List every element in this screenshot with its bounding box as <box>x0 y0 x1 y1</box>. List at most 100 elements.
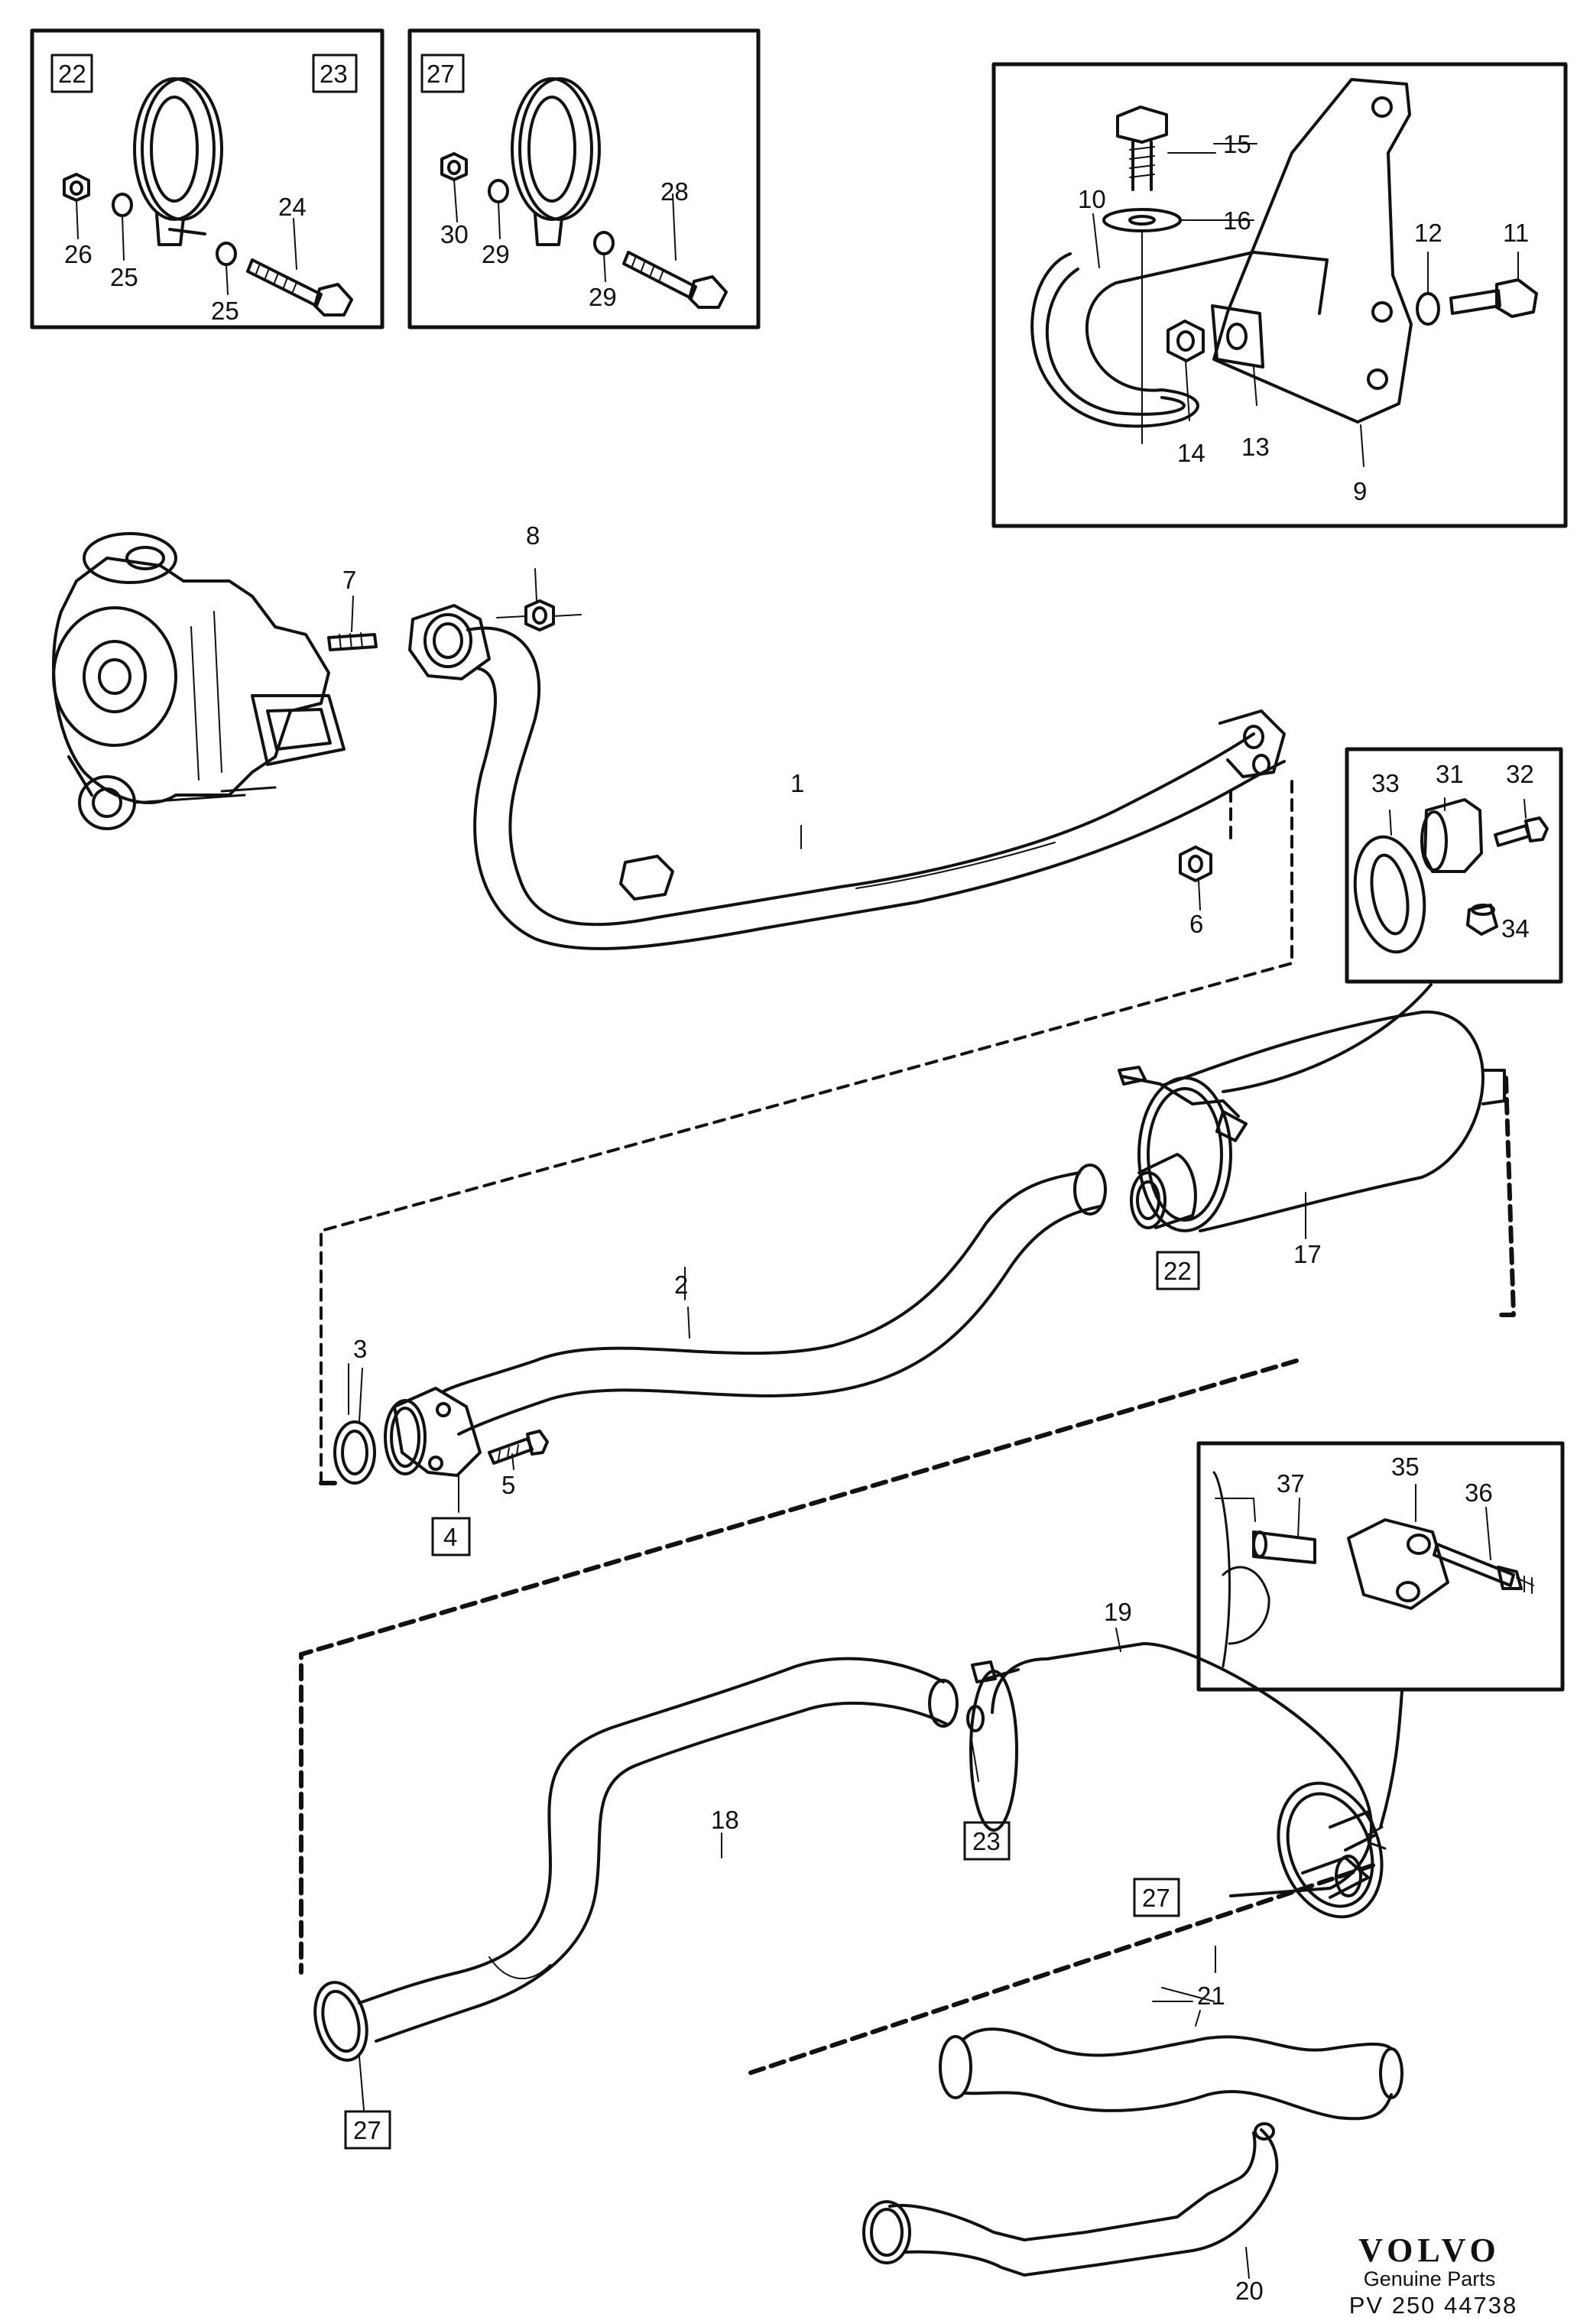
guide-line-18-20 <box>747 1863 1375 2076</box>
pipe-20 <box>862 2122 1279 2279</box>
hanger-ring-10 <box>1030 251 1329 428</box>
intermediate-pipe-2 <box>333 1164 1107 1513</box>
callout-3: 3 <box>353 1335 367 1363</box>
callout-27c: 27 <box>353 2116 381 2144</box>
nut-6 <box>1179 846 1212 910</box>
bracket-35 <box>1347 1518 1449 1610</box>
washer-16 <box>1102 208 1182 232</box>
bolt-5 <box>488 1430 549 1465</box>
gasket-3 <box>333 1420 376 1485</box>
callout-22b: 22 <box>1163 1257 1192 1285</box>
mounting-bracket-inset <box>1196 1441 1565 1692</box>
boxed-label-22-frame <box>1156 1251 1200 1290</box>
boxed-label-23-frame <box>963 1821 1011 1861</box>
callout-13: 13 <box>1241 433 1270 461</box>
callout-17: 17 <box>1293 1240 1322 1268</box>
bolt-24 <box>246 258 353 316</box>
callout-21: 21 <box>1197 1982 1225 2010</box>
callout-26: 26 <box>64 240 92 268</box>
bolt-32 <box>1494 816 1549 847</box>
silencer-inlet <box>1130 1153 1197 1229</box>
callout-30: 30 <box>440 220 469 248</box>
nut-30 <box>440 152 468 181</box>
bolt-28 <box>622 251 728 309</box>
leader-lines <box>348 143 1306 2002</box>
callout-9: 9 <box>1353 477 1367 505</box>
clamp-ring-22 <box>133 77 223 246</box>
rubber-hanger-inset <box>1345 747 1563 984</box>
rubber-ring-33 <box>1353 835 1426 954</box>
callout-32: 32 <box>1506 760 1534 788</box>
callout-8: 8 <box>526 521 540 550</box>
guide-line-2-17 <box>319 1076 1516 1485</box>
callout-37: 37 <box>1277 1469 1305 1498</box>
callout-25b: 25 <box>211 297 239 325</box>
guide-line-2-18 <box>299 1358 1299 1975</box>
callout-7: 7 <box>342 566 356 594</box>
front-pipe-1 <box>408 604 1286 950</box>
boxed-label-27b-frame <box>344 2110 391 2150</box>
genuine-parts-label: Genuine Parts <box>1363 2267 1496 2290</box>
callout-23a: 23 <box>320 60 348 88</box>
callout-28: 28 <box>660 177 689 206</box>
guide-line-1-2 <box>320 780 1293 1485</box>
callout-34: 34 <box>1501 914 1530 943</box>
callout-4: 4 <box>443 1523 457 1551</box>
washer-25a <box>112 193 133 217</box>
hanger-bracket-inset <box>991 62 1568 528</box>
washer-29b <box>593 231 615 255</box>
callout-25a: 25 <box>110 263 138 291</box>
callout-22a: 22 <box>58 60 86 88</box>
mount-connector-line <box>1379 1689 1403 1829</box>
clamp-22-23-inset <box>30 28 385 329</box>
rubber-bush-31 <box>1420 798 1483 873</box>
nut-34 <box>1466 904 1498 936</box>
nut-8 <box>496 568 582 631</box>
callout-27b: 27 <box>1142 1884 1170 1912</box>
callout-5: 5 <box>501 1471 515 1499</box>
pipe-21 <box>939 2010 1403 2121</box>
turbocharger <box>52 532 346 830</box>
callout-2: 2 <box>674 1271 688 1299</box>
callout-31: 31 <box>1436 760 1464 788</box>
callout-1: 1 <box>790 769 804 797</box>
callout-33: 33 <box>1371 769 1400 797</box>
callout-27a: 27 <box>427 60 455 88</box>
washer-25b <box>216 242 237 266</box>
flange-4 <box>384 1387 482 1477</box>
washer-29a <box>488 179 509 203</box>
bolt-15 <box>1116 105 1168 191</box>
callout-29a: 29 <box>482 240 510 268</box>
drawing-code: PV 250 44738 <box>1348 2292 1518 2319</box>
callout-29b: 29 <box>589 283 617 311</box>
callout-18: 18 <box>711 1806 739 1834</box>
callout-24: 24 <box>278 193 307 221</box>
nut-26 <box>63 173 90 202</box>
clip-13 <box>1211 304 1264 368</box>
boxed-label-4-frame <box>431 1517 471 1556</box>
hanger-connector-line <box>1222 983 1433 1093</box>
clamp-27-inset <box>407 28 761 329</box>
callout-19: 19 <box>1104 1598 1132 1626</box>
sleeve-37 <box>1252 1530 1316 1564</box>
silencer-outlet <box>1301 1855 1370 1899</box>
callout-12: 12 <box>1414 219 1442 247</box>
front-silencer-17 <box>1118 1010 1506 1232</box>
stud-7 <box>327 596 378 651</box>
callout-20: 20 <box>1235 2277 1264 2305</box>
callout-15: 15 <box>1223 130 1251 158</box>
callout-36: 36 <box>1465 1478 1493 1507</box>
rear-silencer-19 <box>969 1642 1387 1919</box>
rear-pipe-18 <box>313 1657 985 2111</box>
callout-10: 10 <box>1078 185 1106 213</box>
callout-23b: 23 <box>972 1827 1001 1855</box>
clamp-ring-27 <box>511 77 601 246</box>
callout-11: 11 <box>1503 219 1529 247</box>
stud-36 <box>1433 1543 1534 1594</box>
callout-35: 35 <box>1391 1452 1420 1481</box>
washer-12 <box>1416 292 1440 326</box>
volvo-logo: VOLVO <box>1358 2231 1501 2269</box>
nut-14 <box>1167 320 1205 362</box>
callout-14: 14 <box>1177 439 1205 467</box>
